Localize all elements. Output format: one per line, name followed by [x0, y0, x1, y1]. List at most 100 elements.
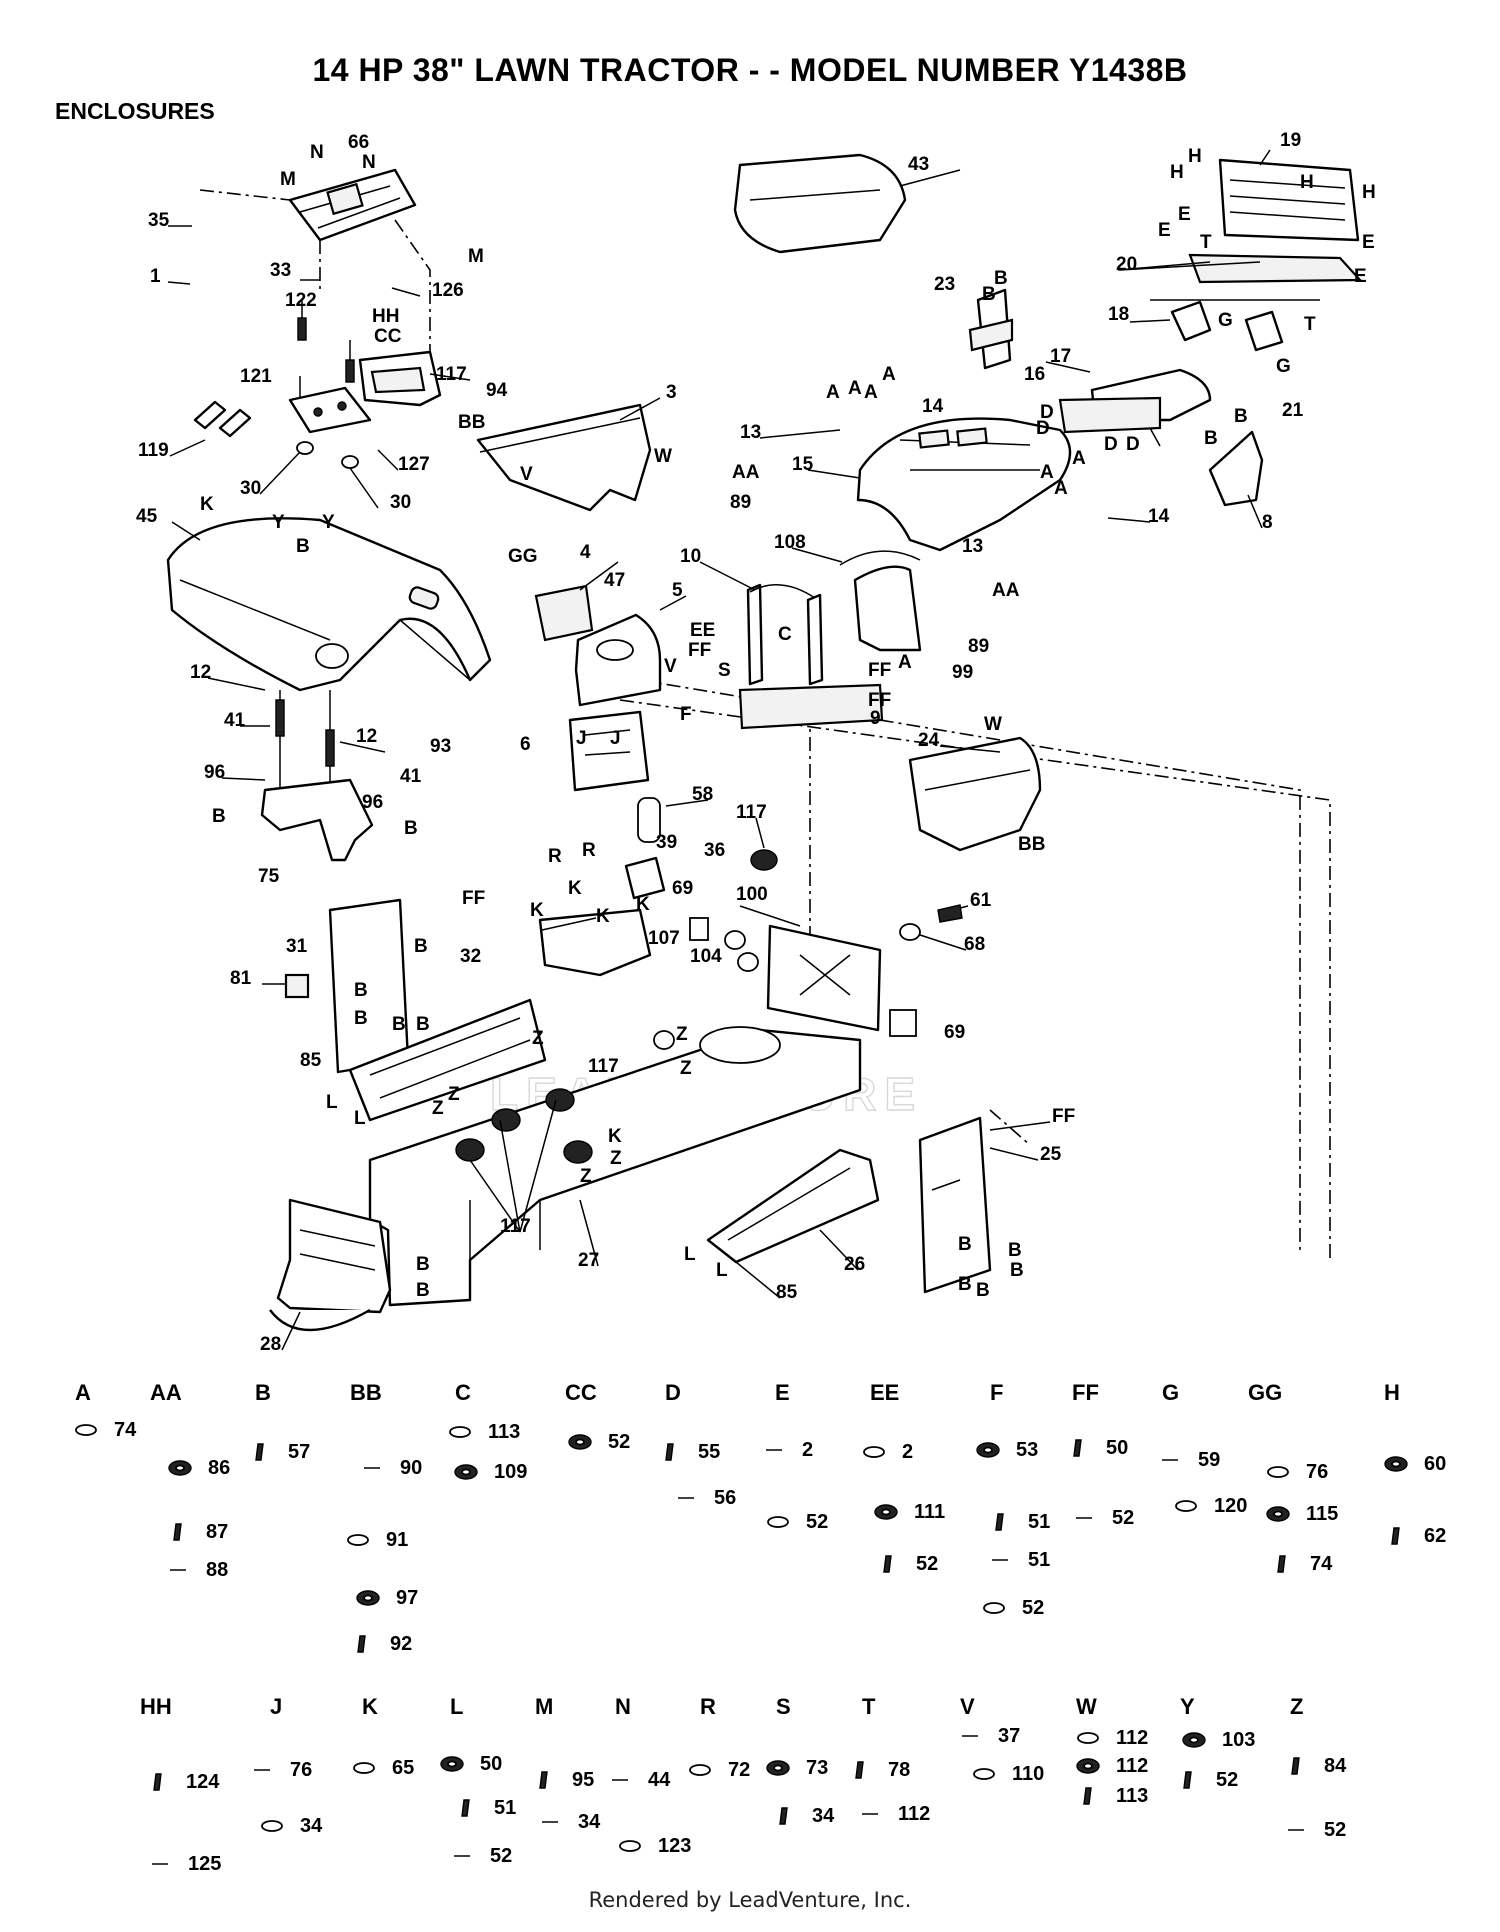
hardware-part-number: 55 [698, 1441, 720, 1463]
hardware-legend: A74AA868788B57BB90919792C113109CC52D5556… [75, 1380, 1446, 1875]
hardware-group: HH 124 125 [140, 1694, 221, 1875]
hardware-group: B57 [255, 1380, 310, 1463]
hardware-part-number: 124 [186, 1771, 220, 1793]
hardware-part-number: 113 [488, 1421, 520, 1443]
hardware-group-key: HH [140, 1694, 172, 1719]
hardware-part-glyph [1384, 1456, 1408, 1472]
callout-label: FF [1052, 1106, 1075, 1127]
hardware-part-glyph [356, 1590, 380, 1606]
hardware-part-number: 2 [802, 1439, 813, 1461]
callout-label: K [530, 900, 544, 921]
callout-label: 1 [150, 266, 161, 287]
callout-label: 39 [656, 832, 677, 853]
hardware-part-number: 52 [1112, 1507, 1134, 1529]
callout-label: FF [462, 888, 485, 909]
part-panel-3 [476, 403, 652, 512]
callout-label: H [1362, 182, 1376, 203]
callout-label: A [898, 652, 912, 673]
hardware-part-glyph [347, 1534, 369, 1546]
callout-label: 30 [390, 492, 411, 513]
callout-label: FF [688, 640, 711, 661]
hardware-group: A74 [75, 1380, 137, 1441]
hardware-part-number: 123 [658, 1835, 691, 1857]
callout-label: 27 [578, 1250, 599, 1271]
callout-label: B [958, 1234, 972, 1255]
callout-label: 66 [348, 132, 369, 153]
callout-label: B [1010, 1260, 1024, 1281]
hardware-part-number: 52 [1022, 1597, 1044, 1619]
hardware-part-number: 53 [1016, 1439, 1038, 1461]
part-bar-10 [738, 583, 884, 730]
hardware-part-glyph [1266, 1506, 1290, 1522]
hardware-part-glyph [353, 1762, 375, 1774]
part-panel-100 [766, 924, 882, 1032]
callout-label: 85 [300, 1050, 322, 1071]
part-bracket-21 [1244, 310, 1284, 352]
callout-label: 85 [776, 1282, 798, 1303]
callout-label: L [354, 1108, 366, 1129]
hardware-part-number: 74 [1310, 1553, 1333, 1575]
frame-outline [619, 679, 1331, 1260]
callout-label: 47 [604, 570, 625, 591]
callout-label: GG [508, 546, 538, 567]
hardware-part-number: 51 [1028, 1549, 1050, 1571]
callout-label: B [212, 806, 226, 827]
callout-label: HH [372, 306, 399, 327]
hardware-part-number: 59 [1198, 1449, 1220, 1471]
callout-label: J [610, 728, 621, 749]
hardware-part-number: 51 [494, 1797, 516, 1819]
callout-label: 14 [1148, 506, 1170, 527]
callout-label: L [684, 1244, 696, 1265]
hardware-group-key: R [700, 1694, 716, 1719]
callout-label: A [1040, 462, 1054, 483]
hardware-part-number: 125 [188, 1853, 221, 1875]
hardware-part-glyph [973, 1768, 995, 1780]
hardware-group-key: G [1162, 1380, 1179, 1405]
callout-label: B [1204, 428, 1218, 449]
callout-label: G [1218, 310, 1233, 331]
callout-label: 17 [1050, 346, 1071, 367]
callout-label: R [548, 846, 562, 867]
hardware-part-number: 103 [1222, 1729, 1255, 1751]
callout-label: FF [868, 660, 891, 681]
callout-label: AA [732, 462, 760, 483]
console-guide [199, 189, 431, 380]
hardware-part-number: 52 [1324, 1819, 1346, 1841]
callout-label: B [416, 1254, 430, 1275]
callout-label: 13 [740, 422, 761, 443]
hardware-group-key: V [960, 1694, 975, 1719]
callout-label: Z [676, 1024, 688, 1045]
callout-label: Z [448, 1084, 460, 1105]
hardware-part-glyph [568, 1434, 592, 1450]
hardware-part-number: 76 [290, 1759, 312, 1781]
callout-label: V [664, 656, 677, 677]
callout-label: K [608, 1126, 622, 1147]
callout-label: N [310, 142, 324, 163]
hardware-part-glyph [855, 1761, 864, 1779]
callout-label: Y [272, 512, 285, 533]
callout-label: N [362, 152, 376, 173]
clip-69-left [689, 917, 709, 941]
hardware-group-key: J [270, 1694, 282, 1719]
callout-label: 89 [730, 492, 751, 513]
hardware-group-key: S [776, 1694, 791, 1719]
callout-label: B [976, 1280, 990, 1301]
hardware-part-glyph [767, 1516, 789, 1528]
hardware-part-number: 34 [812, 1805, 835, 1827]
part-clips-119 [193, 400, 252, 438]
hardware-part-glyph [75, 1424, 97, 1436]
callout-label: Z [680, 1058, 692, 1079]
hardware-part-number: 110 [1012, 1763, 1044, 1785]
callout-label: A [1072, 448, 1086, 469]
callout-label: V [520, 464, 533, 485]
hardware-group-key: N [615, 1694, 631, 1719]
hardware-part-number: 52 [608, 1431, 630, 1453]
callout-label: 96 [204, 762, 225, 783]
hardware-group-key: K [362, 1694, 378, 1719]
hardware-group: K65 [353, 1694, 414, 1779]
hardware-part-number: 115 [1306, 1503, 1338, 1525]
